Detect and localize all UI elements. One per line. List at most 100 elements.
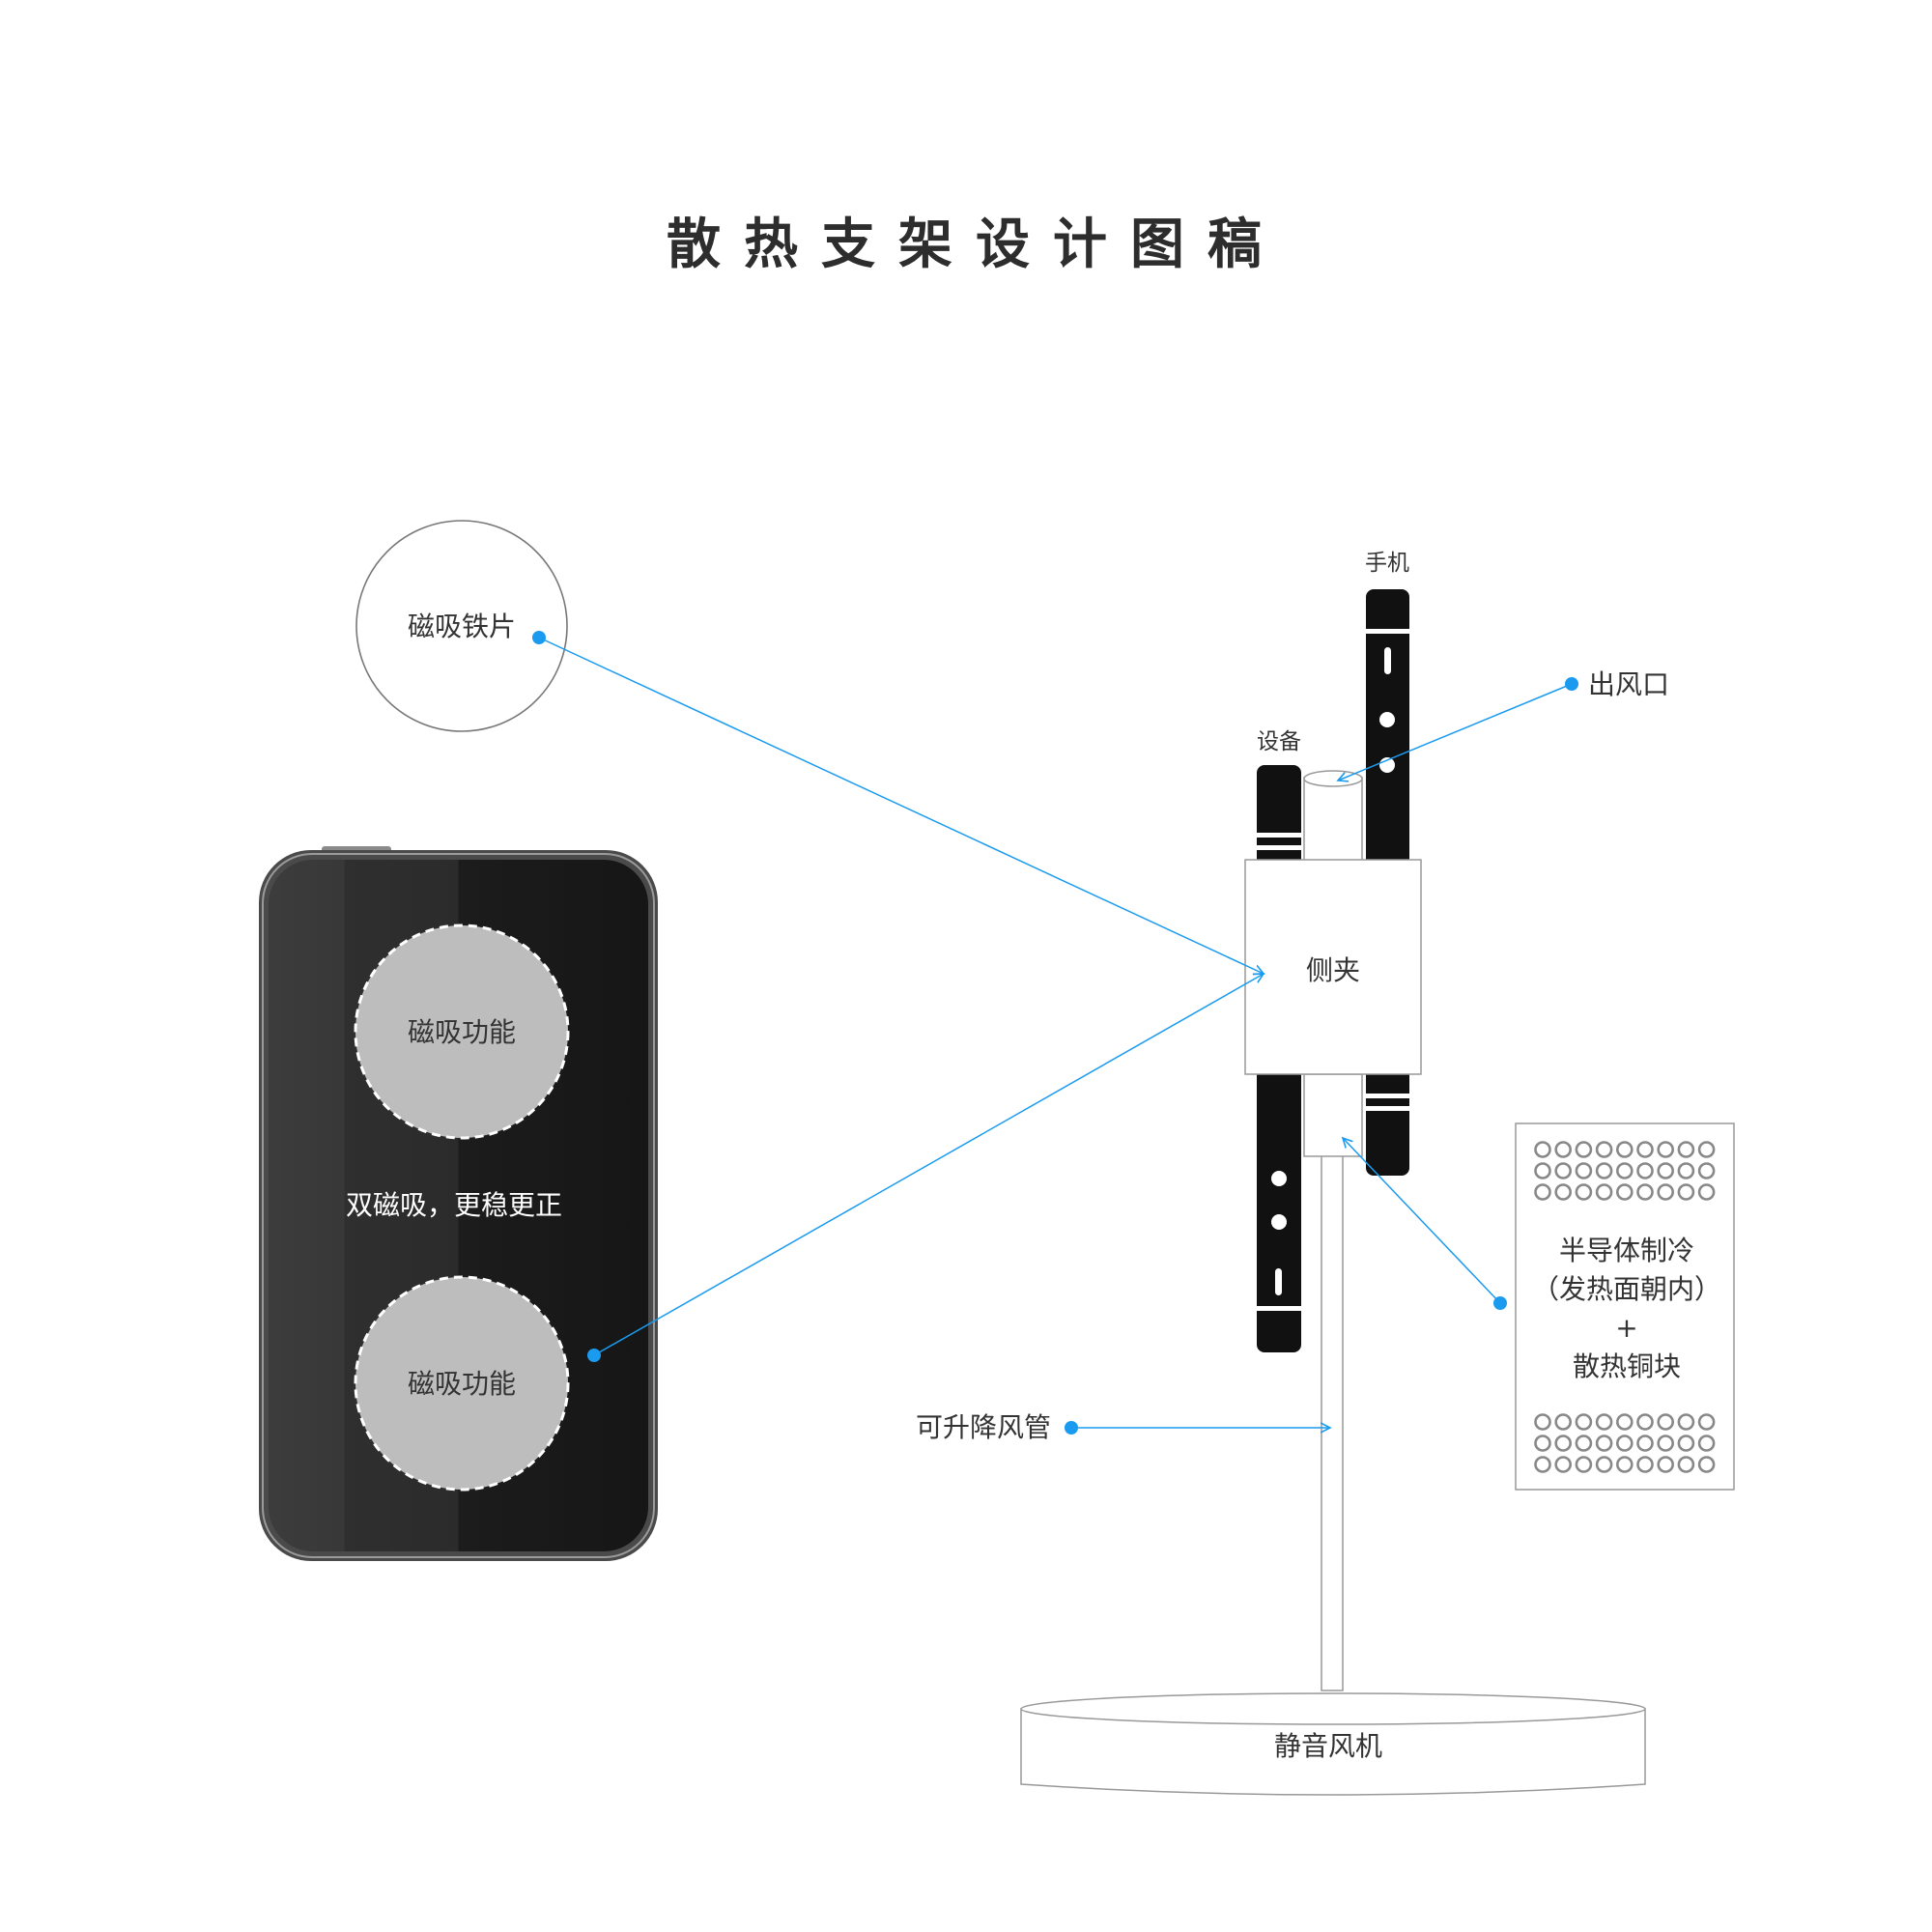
vent-hole bbox=[1616, 1435, 1634, 1452]
vent-hole bbox=[1677, 1141, 1695, 1158]
page-title: 散热支架设计图稿 bbox=[667, 213, 1285, 276]
vent-hole bbox=[1697, 1413, 1716, 1431]
vent-hole bbox=[1657, 1183, 1674, 1201]
air-outlet-opening bbox=[1303, 770, 1363, 787]
vent-hole bbox=[1616, 1456, 1634, 1473]
vent-hole bbox=[1697, 1183, 1716, 1201]
iron-sheet-label: 磁吸铁片 bbox=[408, 611, 516, 642]
vent-hole bbox=[1657, 1435, 1674, 1452]
silent-fan-base bbox=[1020, 1692, 1646, 1796]
vent-hole bbox=[1616, 1183, 1634, 1201]
air-outlet-tube bbox=[1303, 777, 1363, 870]
air-outlet-label: 出风口 bbox=[1588, 668, 1669, 700]
cooling-line-3: + bbox=[1615, 1312, 1637, 1344]
vent-hole bbox=[1697, 1435, 1716, 1452]
iron-sheet-circle bbox=[355, 520, 568, 732]
vent-hole bbox=[1677, 1435, 1695, 1452]
vent-hole bbox=[1677, 1456, 1695, 1473]
vent-hole bbox=[1657, 1141, 1674, 1158]
vent-hole bbox=[1595, 1141, 1613, 1158]
vent-hole bbox=[1677, 1413, 1695, 1431]
dual-magnet-text: 双磁吸，更稳更正 bbox=[346, 1189, 562, 1221]
lift-tube bbox=[1321, 1153, 1344, 1691]
vent-hole bbox=[1657, 1456, 1674, 1473]
vent-hole bbox=[1636, 1413, 1654, 1431]
side-clip-label: 侧夹 bbox=[1306, 954, 1360, 986]
device-bar-hole bbox=[1271, 1171, 1287, 1186]
vent-hole bbox=[1575, 1162, 1593, 1179]
vent-hole bbox=[1595, 1162, 1613, 1179]
vent-hole bbox=[1595, 1183, 1613, 1201]
phone-bar-slot bbox=[1384, 647, 1391, 674]
vent-hole bbox=[1534, 1183, 1551, 1201]
vent-holes-bottom bbox=[1534, 1413, 1716, 1473]
device-bar-stripe bbox=[1257, 833, 1301, 838]
phone-label: 手机 bbox=[1365, 551, 1409, 576]
callout-dot bbox=[1065, 1421, 1078, 1435]
callout-iron-sheet bbox=[538, 637, 1264, 974]
callout-dot bbox=[532, 631, 546, 644]
vent-hole bbox=[1575, 1456, 1593, 1473]
vent-hole bbox=[1677, 1162, 1695, 1179]
vent-hole bbox=[1575, 1435, 1593, 1452]
callouts bbox=[532, 631, 1578, 1435]
vent-hole bbox=[1595, 1435, 1613, 1452]
phone-bar-stripe bbox=[1366, 1094, 1409, 1098]
vent-hole bbox=[1636, 1435, 1654, 1452]
device-bar-hole bbox=[1271, 1214, 1287, 1230]
callout-cooling bbox=[1343, 1138, 1501, 1304]
vent-hole bbox=[1554, 1435, 1572, 1452]
vent-hole bbox=[1616, 1162, 1634, 1179]
fan-label: 静音风机 bbox=[1274, 1730, 1382, 1762]
device-bar-stripe bbox=[1257, 1306, 1301, 1311]
vent-hole bbox=[1616, 1141, 1634, 1158]
vent-hole bbox=[1657, 1413, 1674, 1431]
vent-hole bbox=[1636, 1456, 1654, 1473]
callout-dot bbox=[1565, 677, 1578, 691]
cooling-line-1: 半导体制冷 bbox=[1559, 1235, 1694, 1266]
magnet-bottom-label: 磁吸功能 bbox=[408, 1368, 516, 1400]
cooling-line-4: 散热铜块 bbox=[1573, 1350, 1681, 1382]
vent-hole bbox=[1677, 1183, 1695, 1201]
vent-hole bbox=[1554, 1162, 1572, 1179]
vent-hole bbox=[1595, 1413, 1613, 1431]
side-clip-box bbox=[1244, 859, 1422, 1075]
clip-connector bbox=[1303, 1073, 1363, 1157]
magnet-bottom-circle bbox=[354, 1275, 570, 1492]
magnet-top-circle bbox=[354, 923, 570, 1140]
cooling-line-2: （发热面朝内） bbox=[1532, 1273, 1721, 1305]
callout-dot bbox=[587, 1349, 601, 1362]
callout-magnet bbox=[593, 974, 1264, 1356]
fan-base-top bbox=[1020, 1692, 1646, 1725]
vent-hole bbox=[1534, 1162, 1551, 1179]
vent-hole bbox=[1636, 1141, 1654, 1158]
vent-hole bbox=[1575, 1141, 1593, 1158]
fan-base-body bbox=[1020, 1708, 1646, 1796]
phone-bar-stripe bbox=[1366, 629, 1409, 634]
vent-hole bbox=[1616, 1413, 1634, 1431]
magnet-top-label: 磁吸功能 bbox=[408, 1016, 516, 1048]
vent-holes-top bbox=[1534, 1141, 1716, 1201]
phone-bar-hole bbox=[1379, 712, 1395, 727]
vent-hole bbox=[1575, 1183, 1593, 1201]
phone-bar-stripe bbox=[1366, 1106, 1409, 1111]
callout-dot bbox=[1493, 1296, 1507, 1310]
vent-hole bbox=[1554, 1413, 1572, 1431]
vent-hole bbox=[1554, 1456, 1572, 1473]
vent-hole bbox=[1697, 1162, 1716, 1179]
vent-hole bbox=[1636, 1162, 1654, 1179]
vent-hole bbox=[1697, 1456, 1716, 1473]
device-label: 设备 bbox=[1257, 729, 1301, 754]
vent-hole bbox=[1595, 1456, 1613, 1473]
vent-hole bbox=[1657, 1162, 1674, 1179]
tube-label: 可升降风管 bbox=[916, 1411, 1051, 1443]
device-bar-stripe bbox=[1257, 845, 1301, 850]
vent-hole bbox=[1636, 1183, 1654, 1201]
vent-hole bbox=[1534, 1413, 1551, 1431]
vent-hole bbox=[1534, 1141, 1551, 1158]
device-bar-slot bbox=[1275, 1268, 1282, 1295]
vent-hole bbox=[1534, 1456, 1551, 1473]
vent-hole bbox=[1554, 1183, 1572, 1201]
callout-air-outlet bbox=[1338, 683, 1573, 781]
vent-hole bbox=[1697, 1141, 1716, 1158]
